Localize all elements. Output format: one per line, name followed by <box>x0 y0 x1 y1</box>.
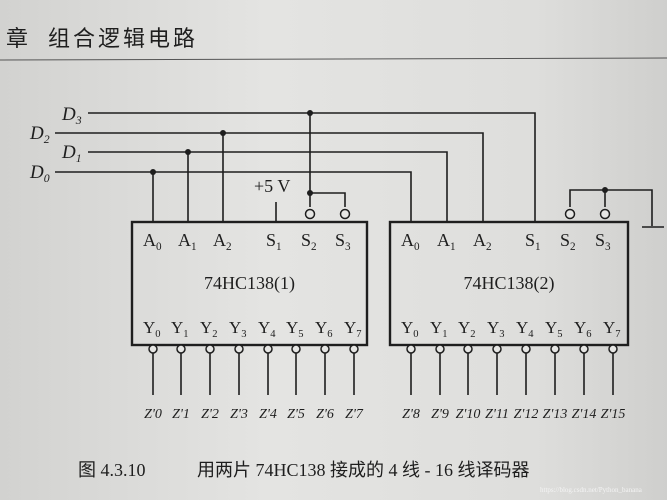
inversion-bubble <box>492 344 502 354</box>
chip-name: 74HC138(1) <box>204 273 295 294</box>
pin-label-a0: A0 <box>401 230 420 253</box>
inversion-bubble <box>234 344 244 354</box>
chapter-title: 组合逻辑电路 <box>48 26 198 51</box>
input-label-d1: D1 <box>61 142 82 165</box>
pin-label-y6: Y6 <box>315 318 333 340</box>
wire-d3 <box>88 112 536 222</box>
input-label-d0: D0 <box>29 162 50 185</box>
pin-label-a1: A1 <box>178 230 197 253</box>
junction-dot <box>602 187 608 193</box>
inversion-bubble <box>550 344 560 354</box>
chapter-char: 章 <box>6 26 28 51</box>
input-labels: D0 D1 D2 D3 <box>29 104 82 185</box>
pin-label-s3: S3 <box>335 230 351 253</box>
pin-label-a2: A2 <box>213 230 232 253</box>
inversion-bubble <box>349 344 359 354</box>
chip-body <box>388 220 630 347</box>
pin-label-y3: Y3 <box>487 318 505 340</box>
input-label-d2: D2 <box>29 123 50 146</box>
pin-label-y7: Y7 <box>344 318 362 340</box>
output-label-z9: Z'9 <box>431 407 449 422</box>
output-label-z5: Z'5 <box>287 407 305 422</box>
output-label-z13: Z'13 <box>543 407 568 422</box>
output-label-z11: Z'11 <box>485 407 509 422</box>
pin-label-s3: S3 <box>595 230 611 253</box>
wire-chip1-address <box>152 133 224 222</box>
pin-label-y3: Y3 <box>229 318 247 340</box>
output-label-z0: Z'0 <box>144 407 162 422</box>
inversion-bubble <box>579 344 589 354</box>
junction-dot <box>307 110 313 116</box>
pin-label-s2: S2 <box>301 230 317 253</box>
junction-dot <box>220 130 226 136</box>
caption-text: 用两片 74HC138 接成的 4 线 - 16 线译码器 <box>197 460 530 480</box>
output-label-z7: Z'7 <box>345 407 364 422</box>
chip-name: 74HC138(2) <box>464 273 555 294</box>
wire-chip2-enable <box>569 189 653 226</box>
input-wires <box>55 110 664 228</box>
output-label-z3: Z'3 <box>230 407 248 422</box>
pin-label-y4: Y4 <box>516 318 534 340</box>
inversion-bubble <box>304 208 316 220</box>
pin-label-y5: Y5 <box>286 318 304 340</box>
inversion-bubble <box>599 208 611 220</box>
inversion-bubble <box>291 344 301 354</box>
output-label-z1: Z'1 <box>172 407 190 422</box>
inversion-bubble <box>205 344 215 354</box>
wire-d2 <box>55 132 484 222</box>
wire-d1 <box>88 151 448 222</box>
caption-number: 图 4.3.10 <box>78 460 146 480</box>
inversion-bubble <box>608 344 618 354</box>
junction-dot <box>307 190 313 196</box>
output-label-z2: Z'2 <box>201 407 219 422</box>
pin-label-s1: S1 <box>525 230 541 253</box>
pin-label-y7: Y7 <box>603 318 621 340</box>
inversion-bubble <box>263 344 273 354</box>
wire-d0 <box>55 171 412 222</box>
inversion-bubble <box>521 344 531 354</box>
chip-body <box>130 220 369 347</box>
pin-label-a1: A1 <box>437 230 456 253</box>
output-label-z12: Z'12 <box>514 407 539 422</box>
inversion-bubble <box>435 344 445 354</box>
pin-label-s1: S1 <box>266 230 282 253</box>
inversion-bubble <box>463 344 473 354</box>
output-label-z14: Z'14 <box>572 407 597 422</box>
wire-chip1-enable <box>309 113 346 207</box>
output-label-z8: Z'8 <box>402 407 420 422</box>
pin-label-y2: Y2 <box>200 318 218 340</box>
input-label-d3: D3 <box>61 104 82 127</box>
inversion-bubble <box>564 208 576 220</box>
output-label-z15: Z'15 <box>601 407 626 422</box>
pin-label-y5: Y5 <box>545 318 563 340</box>
pin-label-y1: Y1 <box>430 318 448 340</box>
output-label-z6: Z'6 <box>316 407 334 422</box>
pin-label-y0: Y0 <box>143 318 161 340</box>
pin-label-y6: Y6 <box>574 318 592 340</box>
pin-label-a2: A2 <box>473 230 492 253</box>
output-label-z10: Z'10 <box>456 407 481 422</box>
output-label-z4: Z'4 <box>259 407 277 422</box>
watermark: https://blog.csdn.net/Python_banana <box>540 486 643 494</box>
pin-label-y2: Y2 <box>458 318 476 340</box>
inversion-bubble <box>339 208 351 220</box>
junction-dot <box>185 149 191 155</box>
pin-label-y4: Y4 <box>258 318 276 340</box>
supply-label: +5 V <box>254 176 290 196</box>
pin-label-y0: Y0 <box>401 318 419 340</box>
header-rule <box>0 57 667 61</box>
inversion-bubble <box>148 344 158 354</box>
pin-label-a0: A0 <box>143 230 162 253</box>
pin-label-s2: S2 <box>560 230 576 253</box>
inversion-bubble <box>320 344 330 354</box>
pin-label-y1: Y1 <box>171 318 189 340</box>
junction-dot <box>150 169 156 175</box>
inversion-bubble <box>176 344 186 354</box>
inversion-bubble <box>406 344 416 354</box>
